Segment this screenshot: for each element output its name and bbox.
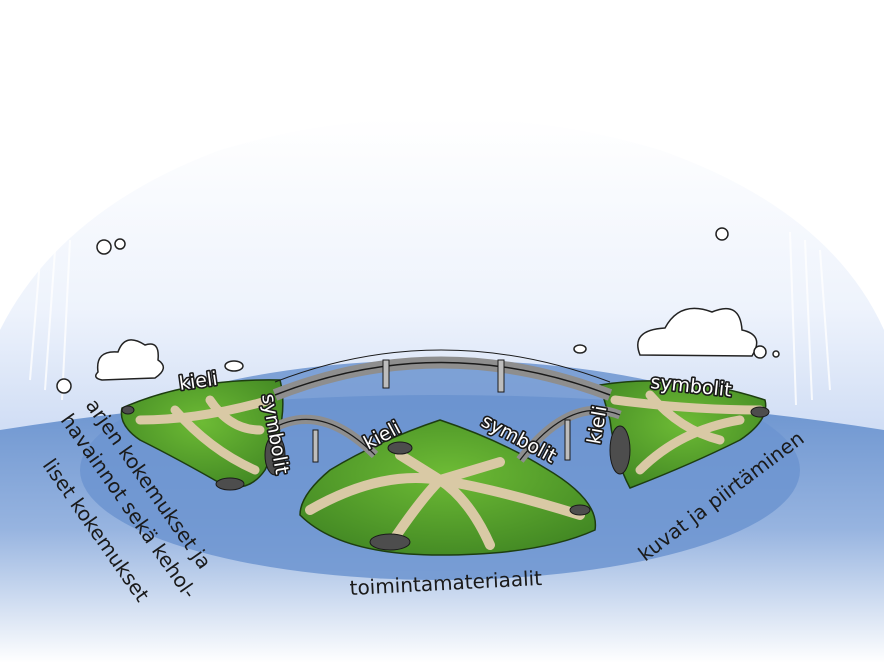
rocks xyxy=(121,405,770,551)
island-center-paths xyxy=(305,450,585,550)
bridge-main xyxy=(272,349,613,401)
bridge-left-center xyxy=(267,414,379,463)
island-right-paths xyxy=(610,390,765,475)
island-left-paths xyxy=(135,395,275,475)
bridge-right-center xyxy=(516,405,622,463)
sky-streaks xyxy=(29,231,831,406)
cloud-right xyxy=(56,227,780,394)
cloud-left xyxy=(95,238,164,381)
